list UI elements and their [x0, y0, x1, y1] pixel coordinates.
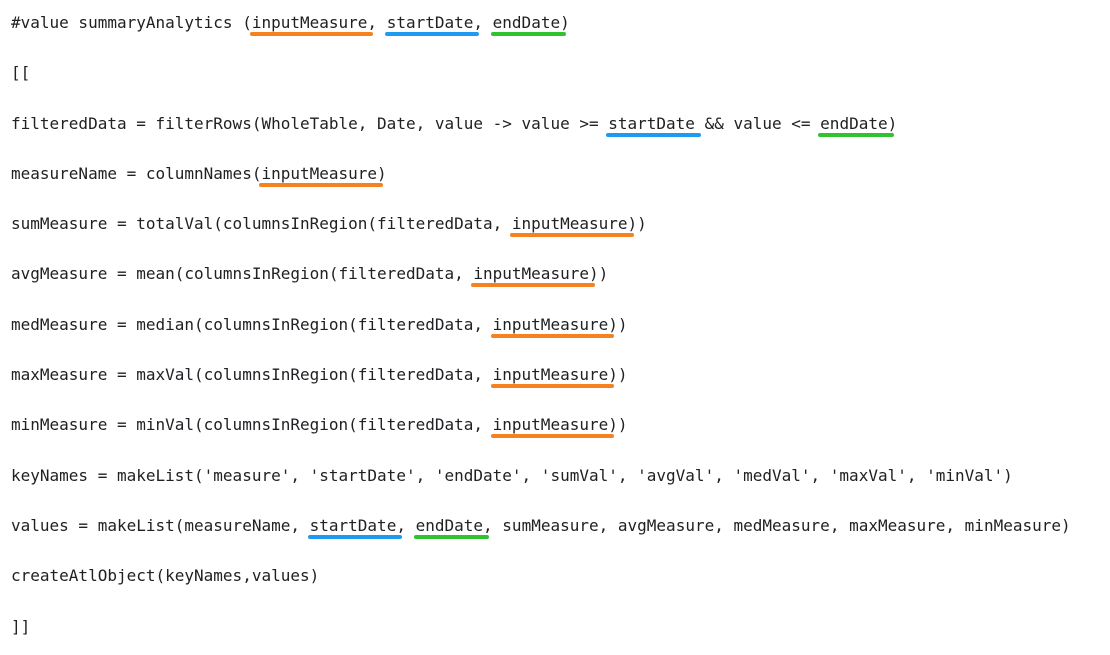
- code-text: ,: [396, 515, 416, 535]
- code-text: )): [608, 314, 628, 334]
- param-inputMeasure-token[interactable]: inputMeasure: [511, 214, 628, 234]
- code-text: )): [588, 264, 609, 284]
- code-text: #value summaryAnalytics (: [11, 13, 252, 32]
- code-line: keyNames = makeList('measure', 'startDat…: [11, 451, 1110, 501]
- code-text: ,: [367, 13, 387, 32]
- code-text: minMeasure = minVal(columnsInRegion(filt…: [11, 415, 493, 435]
- code-text: filteredData = filterRows(WholeTable, Da…: [11, 113, 609, 133]
- code-text: ): [377, 163, 387, 183]
- code-line: #value summaryAnalytics (inputMeasure, s…: [11, 0, 1110, 48]
- param-inputMeasure-token[interactable]: inputMeasure: [473, 264, 589, 284]
- code-text: keyNames = makeList('measure', 'startDat…: [11, 465, 1013, 485]
- code-text: maxMeasure = maxVal(columnsInRegion(filt…: [11, 365, 493, 385]
- code-line: filteredData = filterRows(WholeTable, Da…: [11, 99, 1110, 149]
- code-text: sumMeasure = totalVal(columnsInRegion(fi…: [11, 214, 512, 234]
- code-line: minMeasure = minVal(columnsInRegion(filt…: [11, 400, 1110, 450]
- code-line: [[: [11, 48, 1110, 98]
- param-startDate-token[interactable]: startDate: [386, 13, 474, 32]
- code-line: measureName = columnNames(inputMeasure): [11, 149, 1110, 199]
- code-line: avgMeasure = mean(columnsInRegion(filter…: [11, 249, 1110, 299]
- code-line: sumMeasure = totalVal(columnsInRegion(fi…: [11, 199, 1110, 249]
- code-text: values = makeList(measureName,: [11, 515, 310, 535]
- param-inputMeasure-token[interactable]: inputMeasure: [492, 415, 609, 435]
- param-inputMeasure-token[interactable]: inputMeasure: [492, 314, 609, 334]
- code-line: maxMeasure = maxVal(columnsInRegion(filt…: [11, 350, 1110, 400]
- code-line: ]]: [11, 602, 1110, 652]
- code-text: avgMeasure = mean(columnsInRegion(filter…: [11, 264, 474, 284]
- param-inputMeasure-token[interactable]: inputMeasure: [261, 163, 378, 183]
- param-endDate-token[interactable]: endDate: [415, 515, 484, 535]
- code-text: ]]: [11, 616, 31, 636]
- code-line: medMeasure = median(columnsInRegion(filt…: [11, 300, 1110, 350]
- code-text: ): [887, 113, 898, 133]
- param-endDate-token[interactable]: endDate: [492, 13, 561, 32]
- code-line: createAtlObject(keyNames,values): [11, 551, 1110, 601]
- code-text: [[: [11, 63, 31, 83]
- param-startDate-token[interactable]: startDate: [608, 113, 695, 133]
- param-inputMeasure-token[interactable]: inputMeasure: [251, 13, 368, 32]
- code-line: values = makeList(measureName, startDate…: [11, 501, 1110, 551]
- code-text: ,: [473, 13, 493, 32]
- code-text: ): [560, 13, 570, 32]
- param-endDate-token[interactable]: endDate: [820, 113, 888, 133]
- code-text: measureName = columnNames(: [11, 163, 262, 183]
- code-text: medMeasure = median(columnsInRegion(filt…: [11, 314, 493, 334]
- param-inputMeasure-token[interactable]: inputMeasure: [492, 365, 609, 385]
- code-text: )): [608, 365, 628, 385]
- code-text: createAtlObject(keyNames,values): [11, 566, 320, 586]
- code-text: , sumMeasure, avgMeasure, medMeasure, ma…: [483, 515, 1071, 535]
- param-startDate-token[interactable]: startDate: [309, 515, 397, 535]
- code-text: && value <=: [694, 113, 821, 133]
- code-text: )): [608, 415, 628, 435]
- code-text: )): [627, 214, 647, 234]
